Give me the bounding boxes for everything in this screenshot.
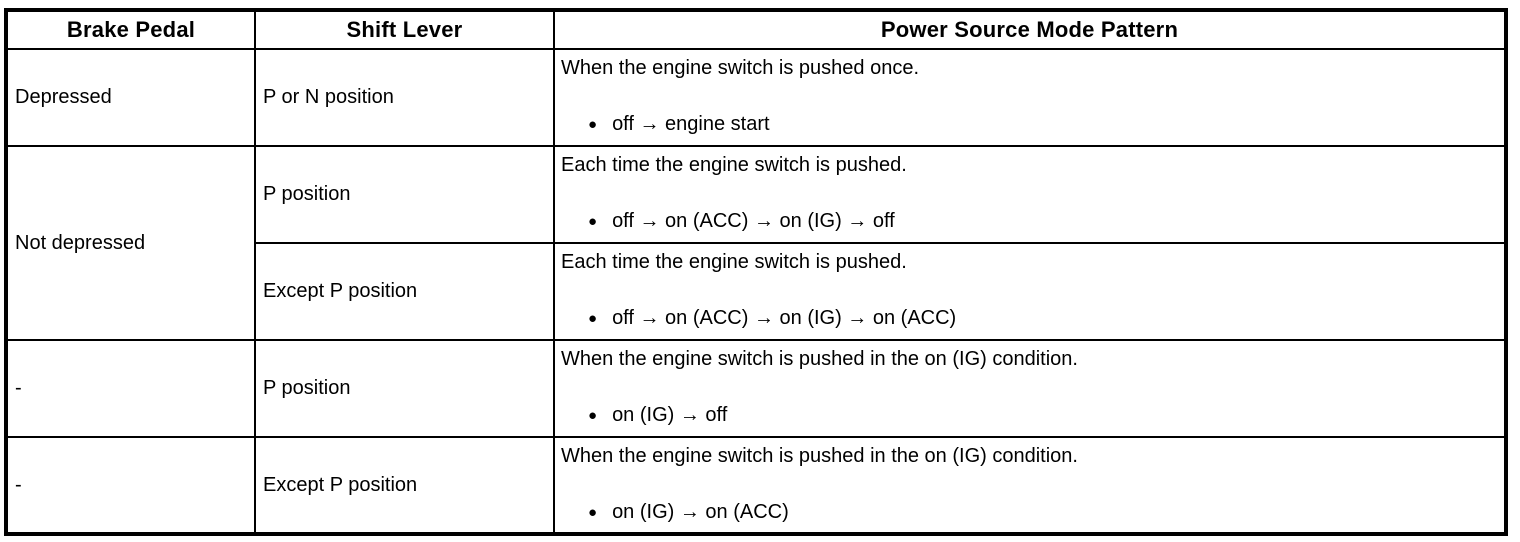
- pattern-cell: When the engine switch is pushed in the …: [553, 436, 1507, 535]
- pattern-sequence: on (IG) → off: [612, 404, 728, 426]
- table-row-not-depressed-p: Not depressed P position Each time the e…: [5, 145, 1507, 341]
- shift-lever-cell: Except P position: [254, 436, 555, 535]
- pattern-sequence-line: ● off → on (ACC) → on (IG) → off: [561, 209, 1498, 234]
- pattern-sequence: off → on (ACC) → on (IG) → off: [612, 210, 895, 232]
- bullet-icon: ●: [588, 213, 598, 230]
- shift-lever-cell: P or N position: [254, 48, 555, 147]
- brake-pedal-cell: Depressed: [5, 48, 256, 147]
- pattern-sequence-line: ● off → engine start: [561, 112, 1498, 137]
- shift-lever-cell: Except P position: [254, 242, 555, 341]
- table-header: Brake Pedal Shift Lever Power Source Mod…: [5, 9, 1507, 50]
- table-row-dash-except-p: - Except P position When the engine swit…: [5, 436, 1507, 535]
- pattern-condition: When the engine switch is pushed in the …: [561, 348, 1078, 370]
- table-body: Depressed P or N position When the engin…: [5, 48, 1507, 535]
- bullet-icon: ●: [588, 116, 598, 133]
- column-header-shift-lever: Shift Lever: [254, 9, 555, 50]
- pattern-sequence: off → engine start: [612, 113, 770, 135]
- brake-pedal-cell-merged: Not depressed: [5, 145, 256, 341]
- table-row-depressed: Depressed P or N position When the engin…: [5, 48, 1507, 147]
- pattern-cell: Each time the engine switch is pushed. ●…: [553, 145, 1507, 244]
- brake-pedal-cell: -: [5, 339, 256, 438]
- pattern-sequence: off → on (ACC) → on (IG) → on (ACC): [612, 307, 957, 329]
- bullet-icon: ●: [588, 504, 598, 521]
- pattern-sequence: on (IG) → on (ACC): [612, 501, 789, 523]
- pattern-condition: When the engine switch is pushed in the …: [561, 445, 1078, 467]
- pattern-sequence-line: ● off → on (ACC) → on (IG) → on (ACC): [561, 306, 1498, 331]
- power-source-mode-table: Brake Pedal Shift Lever Power Source Mod…: [4, 8, 1508, 536]
- pattern-condition: Each time the engine switch is pushed.: [561, 251, 907, 273]
- pattern-sequence-line: ● on (IG) → off: [561, 403, 1498, 428]
- pattern-cell: Each time the engine switch is pushed. ●…: [553, 242, 1507, 341]
- bullet-icon: ●: [588, 407, 598, 424]
- column-header-power-source-mode-pattern: Power Source Mode Pattern: [553, 9, 1507, 50]
- header-row: Brake Pedal Shift Lever Power Source Mod…: [5, 9, 1507, 50]
- shift-lever-cell: P position: [254, 145, 555, 244]
- pattern-cell: When the engine switch is pushed in the …: [553, 339, 1507, 438]
- pattern-condition: When the engine switch is pushed once.: [561, 57, 919, 79]
- table-row-dash-p: - P position When the engine switch is p…: [5, 339, 1507, 438]
- bullet-icon: ●: [588, 310, 598, 327]
- column-header-brake-pedal: Brake Pedal: [5, 9, 256, 50]
- pattern-sequence-line: ● on (IG) → on (ACC): [561, 500, 1498, 525]
- shift-lever-cell: P position: [254, 339, 555, 438]
- pattern-condition: Each time the engine switch is pushed.: [561, 154, 907, 176]
- brake-pedal-cell: -: [5, 436, 256, 535]
- pattern-cell: When the engine switch is pushed once. ●…: [553, 48, 1507, 147]
- table-row-not-depressed-except-p: Except P position Each time the engine s…: [6, 242, 1507, 341]
